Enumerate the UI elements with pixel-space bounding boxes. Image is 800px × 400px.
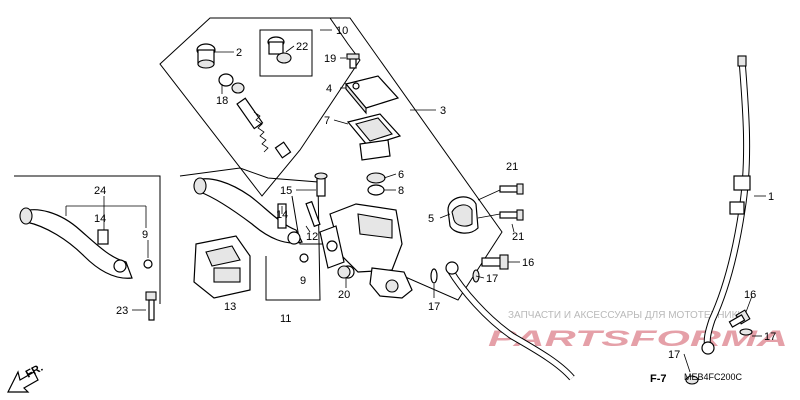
callout-6: 6	[398, 169, 404, 181]
piston-set-frame-10	[159, 17, 361, 197]
callout-20: 20	[338, 289, 350, 301]
callout-2: 2	[236, 47, 242, 59]
bolt-part-23	[145, 291, 157, 321]
callout-numbers: 2 22 18 10 19 4 7 3 6 8 21 5 21 16 17 17…	[94, 25, 776, 361]
left-lever-frame-24	[14, 175, 161, 304]
bolt-part-15	[314, 172, 328, 197]
callout-13: 13	[224, 301, 236, 313]
callout-24: 24	[94, 185, 106, 197]
callout-16-middle: 16	[522, 257, 534, 269]
lower-bolt-part	[685, 309, 753, 385]
callout-10: 10	[336, 25, 348, 37]
boot-part	[196, 43, 216, 69]
callout-16-right: 16	[744, 289, 756, 301]
callout-12: 12	[306, 231, 318, 243]
small-screw-part	[143, 253, 309, 269]
callout-9-right: 9	[300, 275, 306, 287]
left-lever-part	[19, 207, 133, 279]
leader-lines	[65, 29, 766, 373]
group-frames	[14, 17, 503, 304]
reservoir-cap-part	[344, 75, 400, 115]
front-arrow-label: FR.	[24, 362, 45, 381]
callout-17-right: 17	[764, 331, 776, 343]
brake-hose-part	[445, 55, 751, 381]
boot-frame-22	[259, 29, 313, 77]
callout-5: 5	[428, 213, 434, 225]
callout-17-left: 17	[428, 301, 440, 313]
pivot-bolt-part	[305, 200, 321, 228]
watermark-text: ЗАПЧАСТИ И АКСЕССУАРЫ ДЛЯ МОТОТЕХНИКИ	[508, 310, 745, 321]
holder-part	[447, 196, 479, 234]
sight-glass-part	[366, 172, 386, 196]
callout-14-right: 14	[276, 209, 288, 221]
washer-part-20	[337, 265, 351, 279]
watermark-logo: PARTSFORMA	[488, 326, 788, 351]
callout-21-upper: 21	[506, 161, 518, 173]
master-cylinder-body	[319, 203, 413, 299]
callout-15: 15	[280, 185, 292, 197]
arrow-icon	[7, 370, 39, 393]
callout-17-middle: 17	[486, 273, 498, 285]
watermark: ЗАПЧАСТИ И АКСЕССУАРЫ ДЛЯ МОТОТЕХНИКИ PA…	[488, 310, 788, 351]
brake-lever-part	[193, 177, 303, 245]
callout-11: 11	[280, 313, 291, 325]
callout-19: 19	[324, 53, 336, 65]
switch-housing-part	[193, 235, 251, 299]
piston-spring-part	[236, 97, 292, 159]
figure-reference: F-7	[650, 373, 667, 385]
callout-7: 7	[324, 115, 330, 127]
boot-part-22	[267, 36, 292, 64]
callout-22: 22	[296, 41, 308, 53]
callout-23: 23	[116, 305, 128, 317]
diagram-code: MEB4FC200C	[684, 372, 743, 382]
front-direction-arrow: FR.	[7, 362, 45, 393]
bolts-part-21	[499, 183, 524, 221]
callout-8: 8	[398, 185, 404, 197]
callout-4: 4	[326, 83, 332, 95]
diaphragm-part	[346, 113, 402, 161]
callout-1: 1	[768, 191, 774, 203]
callout-18: 18	[216, 95, 228, 107]
callout-17-bottom: 17	[668, 349, 680, 361]
screw-part-19	[346, 53, 360, 69]
callout-3: 3	[440, 105, 446, 117]
callout-9-left: 9	[142, 229, 148, 241]
callout-21-lower: 21	[512, 231, 524, 243]
circlip-part	[218, 73, 245, 94]
callout-14-left: 14	[94, 213, 106, 225]
assembly-frame-3	[210, 17, 503, 301]
